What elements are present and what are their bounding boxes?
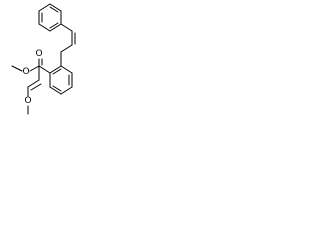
bond xyxy=(11,65,23,72)
bond xyxy=(52,68,62,75)
atom-labels: O O O xyxy=(22,49,42,106)
oxygen-label-ester: O xyxy=(22,67,29,77)
bond xyxy=(49,22,59,29)
bond xyxy=(49,6,59,13)
bond xyxy=(60,86,73,95)
oxygen-label-carbonyl: O xyxy=(35,49,42,59)
phenyl-ring xyxy=(38,3,62,32)
bond xyxy=(38,23,51,32)
bond xyxy=(49,3,62,12)
bond xyxy=(60,44,73,53)
bond xyxy=(30,83,42,91)
vinyl-linker xyxy=(60,23,76,53)
benzene-ring xyxy=(49,51,73,95)
molecule-svg: O O O xyxy=(11,3,76,115)
bond xyxy=(60,65,73,74)
bond xyxy=(49,23,62,32)
ester-group xyxy=(11,58,51,74)
bond xyxy=(52,85,62,92)
bond xyxy=(60,23,73,32)
oxygen-label-ether: O xyxy=(24,96,31,106)
bond xyxy=(29,65,40,72)
bond xyxy=(38,65,51,74)
bond xyxy=(49,86,62,95)
structure-diagram: O O O xyxy=(0,0,103,145)
bond xyxy=(27,79,40,88)
enol-ether-group xyxy=(27,65,42,115)
bond xyxy=(38,3,51,12)
bond xyxy=(49,65,62,74)
